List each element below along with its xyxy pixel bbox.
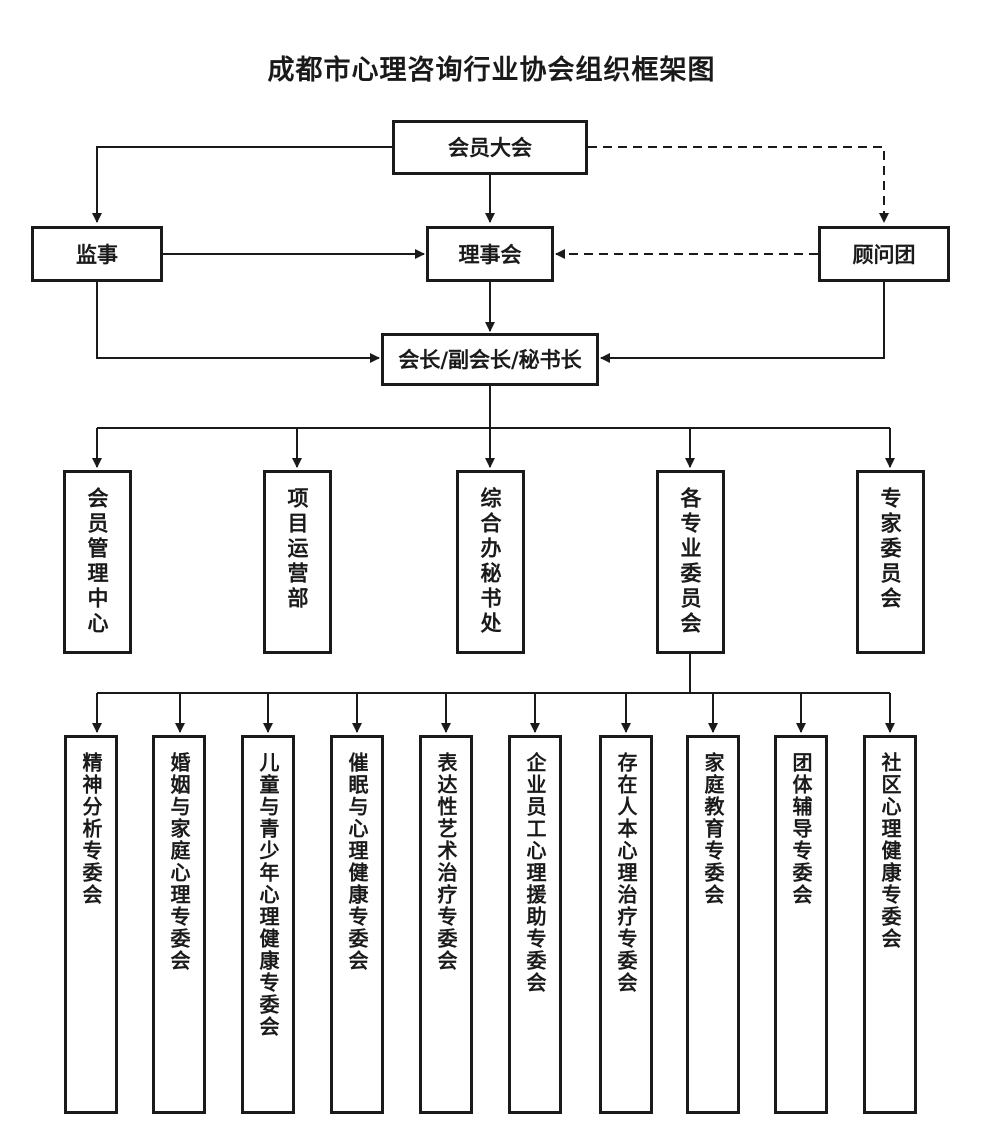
node-eap: 企业员工心理援助专委会: [508, 735, 562, 1114]
node-family-education-label: 家庭教育专委会: [701, 752, 725, 906]
node-council: 理事会: [426, 226, 554, 282]
node-hypnosis: 催眠与心理健康专委会: [330, 735, 384, 1114]
node-supervisor: 监事: [31, 226, 163, 282]
edge-supervisor-president: [96, 282, 380, 363]
node-eap-label: 企业员工心理援助专委会: [523, 752, 547, 994]
node-committees: 各专业委员会: [656, 470, 725, 654]
node-psychoanalysis: 精神分析专委会: [64, 735, 118, 1114]
node-member-center: 会员管理中心: [63, 470, 132, 654]
node-assembly: 会员大会: [392, 120, 588, 175]
node-group-counseling-label: 团体辅导专委会: [789, 752, 813, 906]
node-expressive-art: 表达性艺术治疗专委会: [419, 735, 473, 1114]
edge-assembly-supervisor: [92, 146, 392, 223]
node-community: 社区心理健康专委会: [863, 735, 917, 1114]
node-project-ops: 项目运营部: [263, 470, 332, 654]
node-president: 会长/副会长/秘书长: [381, 333, 599, 386]
node-community-label: 社区心理健康专委会: [878, 752, 902, 950]
node-marriage-family-label: 婚姻与家庭心理专委会: [167, 752, 191, 972]
node-existential: 存在人本心理治疗专委会: [599, 735, 653, 1114]
node-family-education: 家庭教育专委会: [686, 735, 740, 1114]
node-psychoanalysis-label: 精神分析专委会: [79, 752, 103, 906]
node-youth: 儿童与青少年心理健康专委会: [241, 735, 295, 1114]
node-existential-label: 存在人本心理治疗专委会: [614, 752, 638, 994]
node-marriage-family: 婚姻与家庭心理专委会: [152, 735, 206, 1114]
node-experts: 专家委员会: [856, 470, 925, 654]
node-group-counseling: 团体辅导专委会: [774, 735, 828, 1114]
edge-assembly-advisory: [588, 146, 889, 223]
node-expressive-art-label: 表达性艺术治疗专委会: [434, 752, 458, 972]
node-secretariat-label: 综合办秘书处: [478, 487, 503, 637]
node-secretariat: 综合办秘书处: [456, 470, 525, 654]
node-project-ops-label: 项目运营部: [285, 487, 310, 612]
node-hypnosis-label: 催眠与心理健康专委会: [345, 752, 369, 972]
node-experts-label: 专家委员会: [878, 487, 903, 612]
edge-advisory-president: [600, 282, 885, 363]
node-advisory: 顾问团: [818, 226, 950, 282]
diagram-title: 成都市心理咨询行业协会组织框架图: [267, 55, 716, 86]
node-youth-label: 儿童与青少年心理健康专委会: [256, 752, 280, 1038]
node-member-center-label: 会员管理中心: [85, 487, 110, 637]
node-committees-label: 各专业委员会: [678, 487, 703, 637]
